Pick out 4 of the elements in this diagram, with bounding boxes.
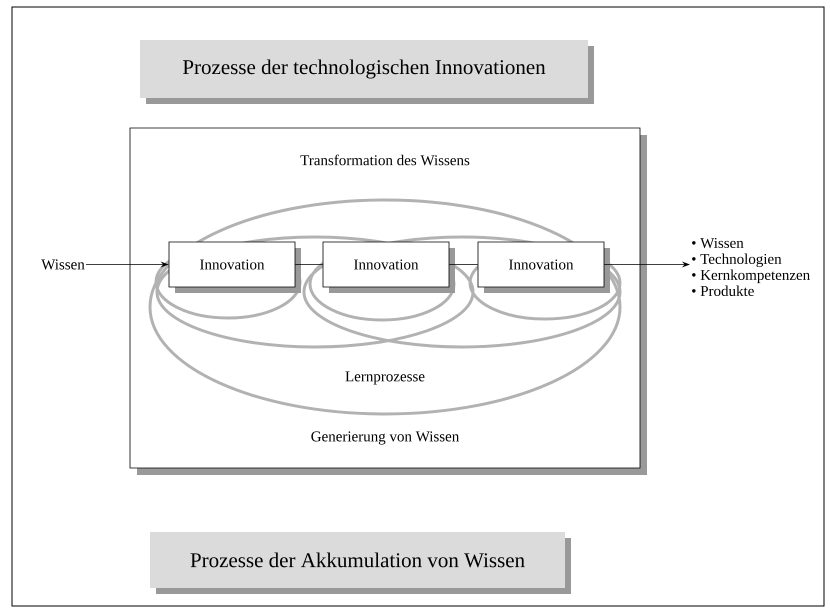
heading-banner: Prozesse der technologischen Innovationen	[140, 40, 594, 104]
output-list: • Wissen • Technologien • Kernkompetenzen • Produkte	[692, 238, 810, 296]
input-label: Wissen	[41, 259, 85, 270]
heading-banner: Prozesse der Akkumulation von Wissen	[150, 532, 571, 594]
